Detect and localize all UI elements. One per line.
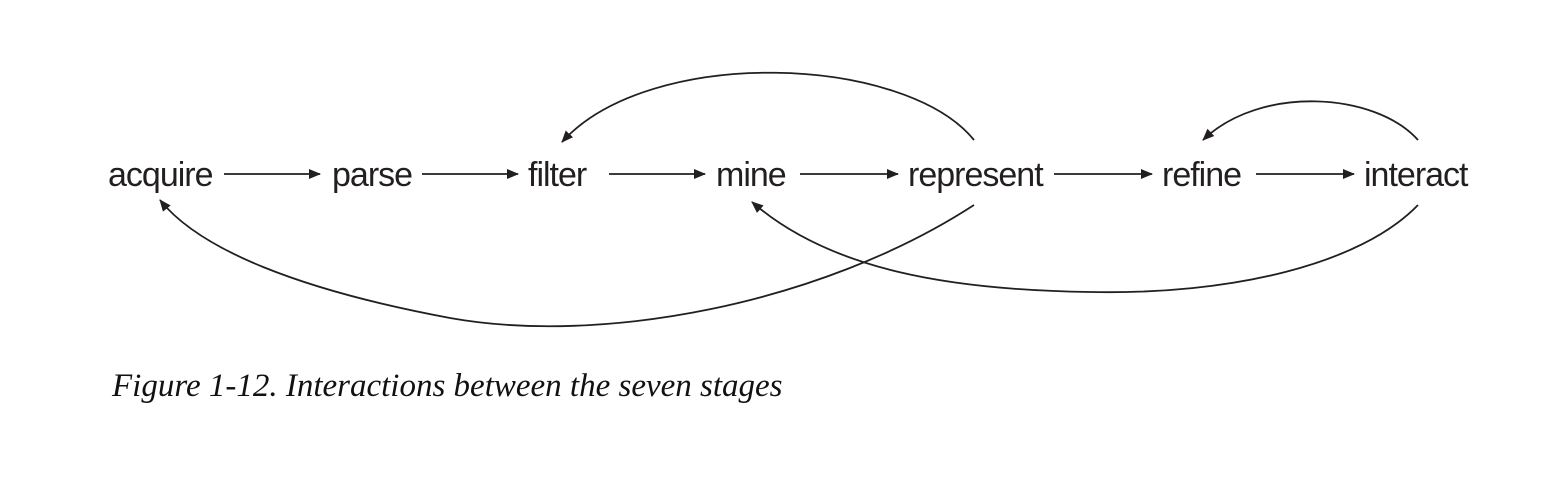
stage-interact: interact bbox=[1364, 156, 1469, 194]
figure-caption: Figure 1-12. Interactions between the se… bbox=[112, 368, 783, 404]
arrow-interact-to-mine bbox=[751, 201, 1419, 294]
stage-refine: refine bbox=[1162, 156, 1241, 194]
arrow-represent-to-filter bbox=[561, 71, 975, 143]
stage-represent: represent bbox=[908, 156, 1044, 194]
arrow-interact-to-refine bbox=[1202, 100, 1419, 141]
stage-filter: filter bbox=[528, 156, 587, 194]
arrow-represent-to-acquire bbox=[159, 199, 975, 328]
stage-mine: mine bbox=[716, 156, 786, 194]
stage-acquire: acquire bbox=[108, 156, 213, 194]
stage-parse: parse bbox=[332, 156, 412, 194]
